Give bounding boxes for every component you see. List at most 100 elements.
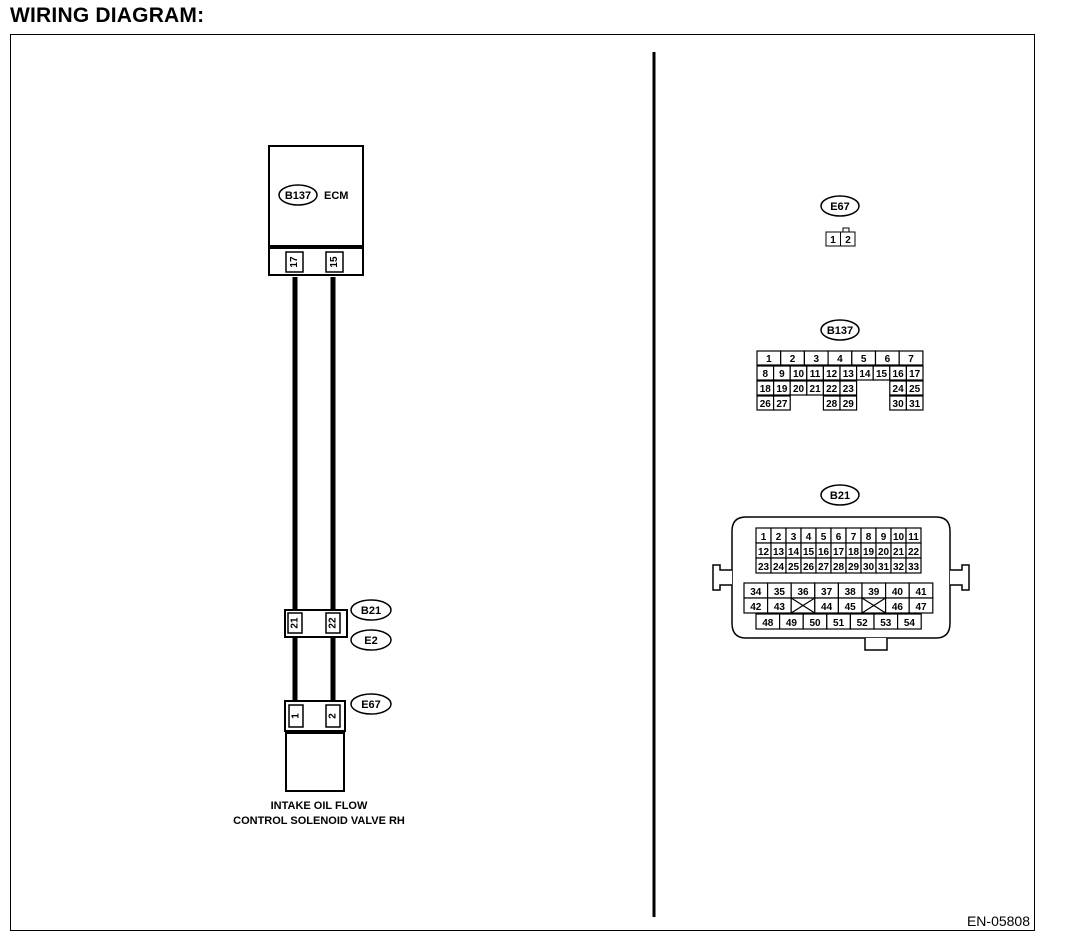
b137-pin-label: 17: [909, 369, 921, 380]
joint-connector-badge: [350, 629, 392, 651]
b137-pin-cell: [772, 395, 791, 411]
b137-pin-cell: [839, 395, 858, 411]
joint-connector-id-lower: E2: [364, 635, 377, 647]
b21-pin-label: 19: [863, 547, 875, 558]
b21-pin-label: 35: [774, 587, 786, 598]
b21-pin-label: 16: [818, 547, 830, 558]
b137-pin-label: 2: [790, 354, 796, 365]
b137-pin-cell: [905, 365, 924, 381]
e67-view-pin: 1: [830, 235, 836, 246]
ecm-connector-block: [268, 247, 364, 276]
b21-pin-label: 29: [848, 562, 860, 573]
b137-pin-label: 10: [793, 369, 805, 380]
b21-pin-label: 46: [892, 602, 904, 613]
b137-pin-label: 13: [843, 369, 855, 380]
b21-pin-label: 52: [857, 618, 869, 629]
b137-pin-label: 29: [843, 399, 855, 410]
diagram-frame: [10, 34, 1035, 931]
b21-pin-label: 5: [821, 532, 827, 543]
ecm-pin-label: 17: [289, 256, 300, 268]
b21-pin-label: 51: [833, 618, 845, 629]
ecm-label: ECM: [324, 190, 348, 202]
b137-pin-cell: [898, 350, 924, 366]
b137-pin-label: 27: [776, 399, 788, 410]
figure-code: EN-05808: [967, 913, 1030, 929]
valve-label-line1: INTAKE OIL FLOW: [271, 800, 368, 812]
b21-pin-label: 17: [833, 547, 845, 558]
b137-pin-label: 5: [861, 354, 867, 365]
b21-pin-label: 45: [845, 602, 857, 613]
b137-pin-label: 16: [893, 369, 905, 380]
b137-pin-label: 21: [810, 384, 822, 395]
b21-pin-label: 9: [881, 532, 887, 543]
b137-pin-label: 30: [893, 399, 905, 410]
b21-pin-label: 2: [776, 532, 782, 543]
b137-pin-label: 12: [826, 369, 838, 380]
b21-pin-label: 14: [788, 547, 800, 558]
joint-pin-label: 21: [290, 617, 301, 629]
valve-pin-label: 2: [328, 713, 339, 719]
b21-pin-label: 7: [851, 532, 857, 543]
b21-pin-label: 50: [809, 618, 821, 629]
b21-pin-blank-mark: [861, 597, 886, 614]
b21-pin-label: 24: [773, 562, 785, 573]
b137-pin-label: 14: [859, 369, 871, 380]
b137-pin-label: 18: [760, 384, 772, 395]
b137-pin-label: 26: [760, 399, 772, 410]
b137-pin-label: 4: [837, 354, 843, 365]
solenoid-valve-body: [285, 732, 345, 792]
b137-pin-label: 31: [909, 399, 921, 410]
b21-pin-label: 44: [821, 602, 833, 613]
b21-pin-label: 53: [880, 618, 892, 629]
b21-pin-label: 11: [908, 532, 919, 543]
b21-view-badge: [820, 484, 860, 506]
b137-pin-label: 9: [779, 369, 785, 380]
b21-pin-label: 12: [758, 547, 770, 558]
b137-pin-label: 7: [908, 354, 914, 365]
b21-pin-label: 40: [892, 587, 904, 598]
b21-pin-label: 10: [893, 532, 905, 543]
b137-pin-label: 11: [810, 369, 821, 380]
e67-view-pin: 2: [845, 235, 851, 246]
b137-pin-label: 1: [766, 354, 772, 365]
joint-pin-label: 22: [328, 617, 339, 629]
joint-connector-badge: [350, 599, 392, 621]
b21-pin-label: 49: [786, 618, 798, 629]
joint-connector-id-upper: B21: [361, 605, 381, 617]
b21-pin-cell: [905, 557, 922, 574]
b21-pin-label: 20: [878, 547, 890, 558]
valve-pin-cell: [288, 704, 304, 728]
ecm-connector-badge: [278, 184, 318, 206]
b21-pin-label: 43: [774, 602, 786, 613]
b21-pin-label: 1: [761, 532, 767, 543]
b21-pin-label: 30: [863, 562, 875, 573]
joint-pin-cell: [287, 612, 303, 634]
b21-pin-label: 31: [878, 562, 890, 573]
b21-pin-label: 21: [893, 547, 905, 558]
b137-pin-label: 28: [826, 399, 838, 410]
ecm-pin-cell: [325, 251, 344, 273]
b137-pin-label: 6: [885, 354, 891, 365]
valve-label-line2: CONTROL SOLENOID VALVE RH: [233, 815, 405, 827]
b21-pin-label: 27: [818, 562, 830, 573]
b21-pin-label: 38: [845, 587, 857, 598]
b21-pin-label: 54: [904, 618, 916, 629]
b21-pin-label: 37: [821, 587, 833, 598]
b137-pin-label: 8: [763, 369, 769, 380]
b21-pin-label: 48: [762, 618, 774, 629]
ecm-pin-cell: [285, 251, 304, 273]
valve-pin-cell: [325, 704, 341, 728]
b137-pin-label: 20: [793, 384, 805, 395]
page-title: WIRING DIAGRAM:: [10, 4, 205, 27]
b21-pin-label: 41: [915, 587, 927, 598]
b137-pin-cell: [905, 380, 924, 396]
b21-view-latch-left: [712, 564, 732, 591]
b137-pin-cell: [905, 395, 924, 411]
b21-pin-cell: [908, 597, 934, 614]
b21-pin-label: 25: [788, 562, 800, 573]
b21-pin-label: 28: [833, 562, 845, 573]
b137-pin-label: 15: [876, 369, 888, 380]
b21-pin-label: 33: [908, 562, 920, 573]
